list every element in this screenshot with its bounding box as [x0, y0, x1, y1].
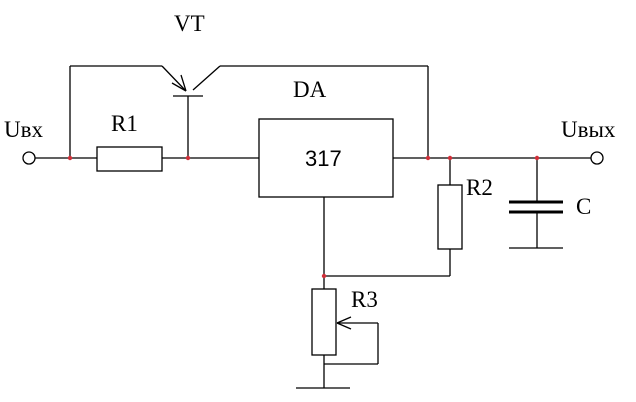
- resistor-r1: [96, 146, 163, 172]
- resistor-r2: [437, 184, 463, 250]
- label-transistor: VT: [174, 11, 205, 36]
- ic-part-number: 317: [305, 146, 342, 171]
- capacitor-c: [509, 158, 563, 249]
- junction-dot: [425, 155, 431, 161]
- junction-dot: [67, 155, 73, 161]
- label-r3: R3: [351, 287, 378, 312]
- junction-dots: [67, 155, 540, 279]
- label-output: Uвых: [561, 117, 616, 142]
- potentiometer-r3: [311, 288, 337, 356]
- junction-dot: [534, 155, 540, 161]
- adjust-wire: [296, 197, 350, 389]
- label-r1: R1: [111, 111, 138, 136]
- label-input: Uвх: [4, 117, 43, 142]
- output-terminal[interactable]: [590, 151, 604, 165]
- potentiometer-wiper: [324, 316, 379, 365]
- label-ic: DA: [293, 77, 327, 102]
- label-capacitor: C: [576, 194, 591, 219]
- resistor-r2-branch: [324, 158, 451, 277]
- junction-dot: [447, 155, 453, 161]
- regulator-ic-da: [258, 118, 394, 198]
- input-terminal[interactable]: [22, 151, 36, 165]
- junction-dot: [185, 155, 191, 161]
- label-r2: R2: [466, 175, 493, 200]
- transistor-vt: [69, 65, 429, 158]
- junction-dot: [321, 273, 327, 279]
